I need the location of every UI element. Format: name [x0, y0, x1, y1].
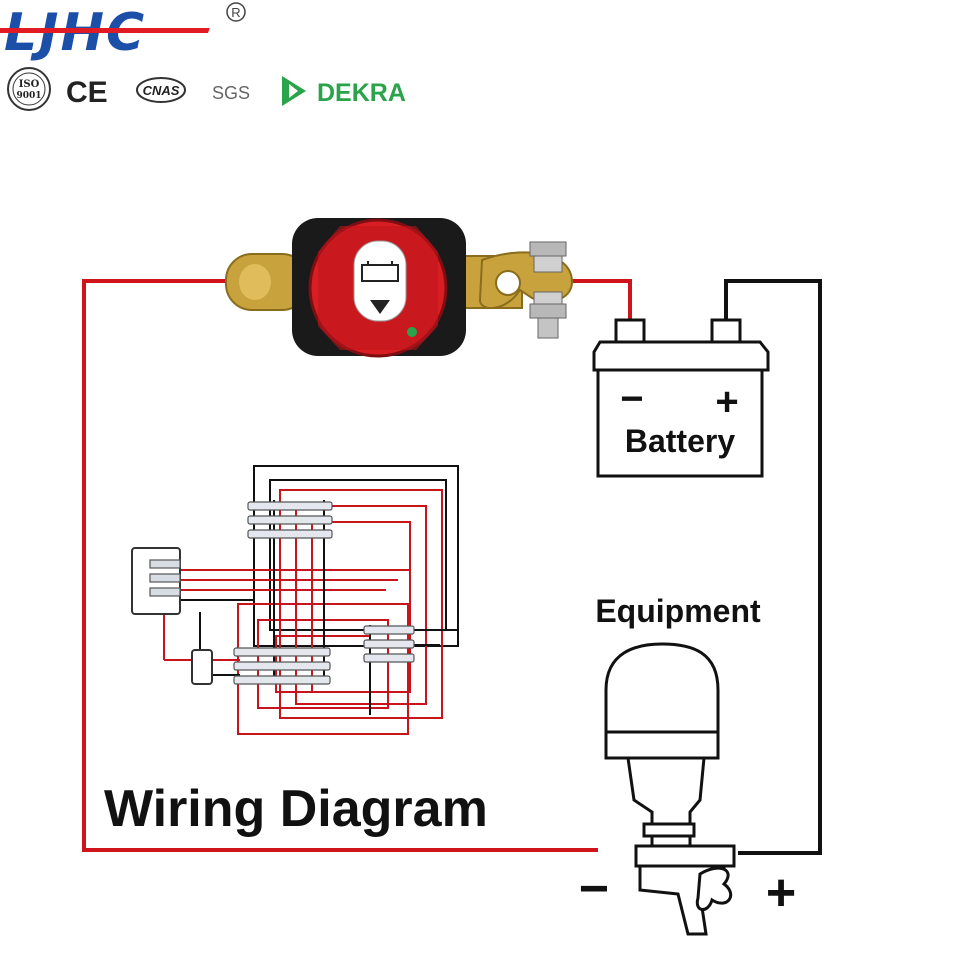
cnas-icon: CNAS: [136, 77, 186, 103]
diagram-title: Wiring Diagram: [104, 780, 488, 838]
terminal-bolt-icon: [529, 241, 567, 339]
motor-propeller: [695, 866, 733, 911]
dekra-logo: DEKRA: [282, 76, 406, 107]
logo-red-swoosh: [0, 28, 210, 33]
dekra-label: DEKRA: [317, 79, 406, 107]
equipment-label: Equipment: [595, 593, 761, 629]
dekra-arrow-icon: [282, 76, 306, 106]
registered-mark-circle: [226, 2, 246, 22]
cnas-label: CNAS: [143, 83, 180, 98]
certification-row: ISO 9001 CE CNAS SGS DEKRA: [7, 67, 406, 111]
battery-symbol-icon: [361, 261, 399, 282]
motor-minus-sign: −: [579, 860, 609, 918]
battery-minus-sign: −: [620, 377, 643, 421]
black-wire-battery-to-motor: [724, 279, 822, 855]
red-wire-switch-to-battery: [560, 279, 632, 320]
battery-terminal-right: [710, 318, 742, 344]
brand-logo: LJHC R: [0, 2, 246, 63]
battery-top: [592, 340, 770, 372]
motor-clamp: [642, 822, 696, 838]
arrow-down-icon: [370, 300, 390, 314]
status-indicator-green: [407, 327, 417, 337]
battery-body: [596, 368, 764, 478]
iso-number: 9001: [16, 91, 41, 101]
battery-terminal-left: [614, 318, 646, 344]
battery-switch: [225, 218, 574, 358]
schematic-connectors: [131, 501, 415, 685]
battery-label: Battery: [625, 423, 735, 459]
motor-plus-sign: +: [766, 864, 796, 922]
red-wire-switch-to-motor: [82, 279, 598, 852]
schematic-relay: [191, 649, 213, 685]
registered-mark: R: [231, 5, 240, 20]
iso-label: ISO: [19, 79, 40, 90]
motor-bracket: [634, 844, 736, 868]
motor-cowling: [604, 642, 720, 760]
outboard-motor-icon: [604, 642, 736, 936]
main-wires: [82, 279, 822, 855]
ce-mark: CE: [66, 76, 108, 109]
sgs-mark: SGS: [212, 83, 250, 103]
battery: − + Battery: [592, 318, 770, 478]
battery-plus-sign: +: [715, 380, 738, 424]
iso-9001-icon: ISO 9001: [7, 67, 51, 111]
